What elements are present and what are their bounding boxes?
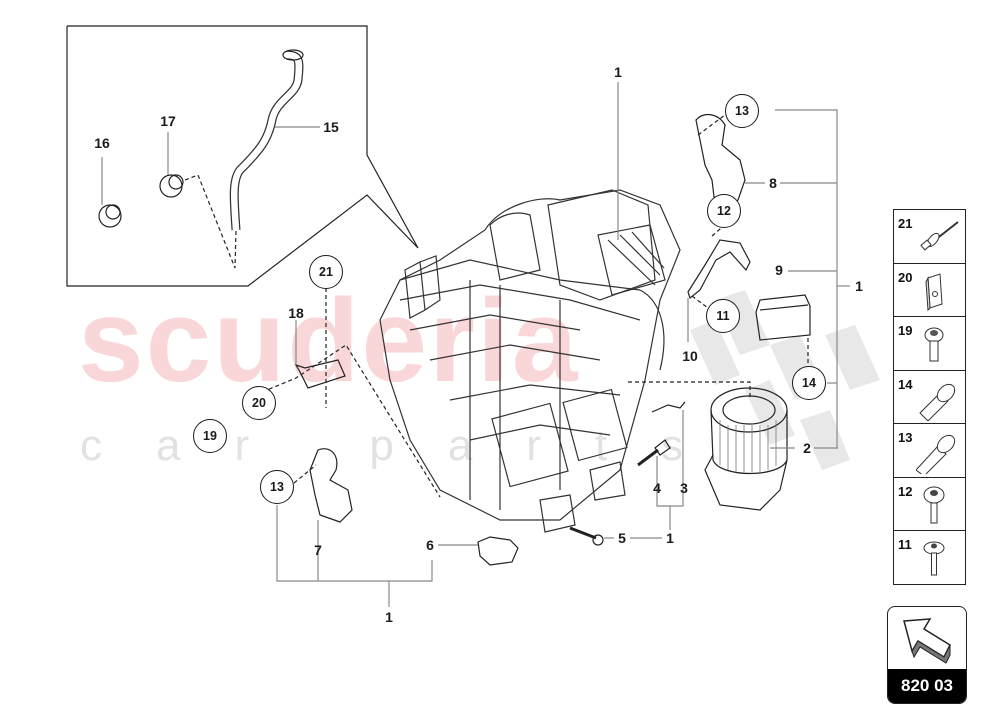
legend-item-14[interactable]: 14 [894,371,965,424]
callout-4: 4 [653,480,661,496]
legend-item-11[interactable]: 11 [894,531,965,584]
callout-17: 17 [160,113,176,129]
legend-item-21[interactable]: 21 [894,210,965,264]
legend-item-13[interactable]: 13 [894,424,965,478]
callout-5: 5 [618,530,626,546]
watermark-main: scuderia [78,275,580,407]
callout-3: 3 [680,480,688,496]
fastener-legend: 21 20 19 14 [893,209,966,585]
circled-callout-13-top: 13 [725,94,759,128]
page-code: 820 03 [888,669,966,703]
rivet-icon [920,221,959,251]
torx-screw-flange-icon [923,486,945,523]
torx-screw-flange-small-icon [923,541,945,576]
circled-callout-20: 20 [242,386,276,420]
hex-bolt-icon [919,383,956,421]
hvac-housing [379,189,681,533]
callout-7: 7 [314,542,322,558]
callout-8: 8 [769,175,777,191]
callout-16: 16 [94,135,110,151]
circled-callout-11: 11 [706,299,740,333]
arrow-up-left-icon [903,618,951,664]
callout-1-top: 1 [614,64,622,80]
callout-18: 18 [288,305,304,321]
callout-6: 6 [426,537,434,553]
callout-9: 9 [775,262,783,278]
callout-1-right: 1 [855,278,863,294]
circled-callout-21: 21 [309,255,343,289]
page-reference-badge[interactable]: 820 03 [887,606,967,704]
callout-10: 10 [682,348,698,364]
callout-2: 2 [803,440,811,456]
circled-callout-19: 19 [193,419,227,453]
callout-1-lower-right: 1 [666,530,674,546]
callout-15: 15 [323,119,339,135]
hex-bolt-long-icon [916,434,956,474]
legend-item-12[interactable]: 12 [894,478,965,531]
circled-callout-12: 12 [707,194,741,228]
circled-callout-13-left: 13 [260,470,294,504]
legend-item-20[interactable]: 20 [894,264,965,317]
clip-nut-icon [925,272,943,311]
callout-1-bottom: 1 [385,609,393,625]
legend-item-19[interactable]: 19 [894,317,965,371]
screw-washer-icon [924,327,944,362]
circled-callout-14: 14 [792,366,826,400]
detail-inset-frame [66,25,419,287]
